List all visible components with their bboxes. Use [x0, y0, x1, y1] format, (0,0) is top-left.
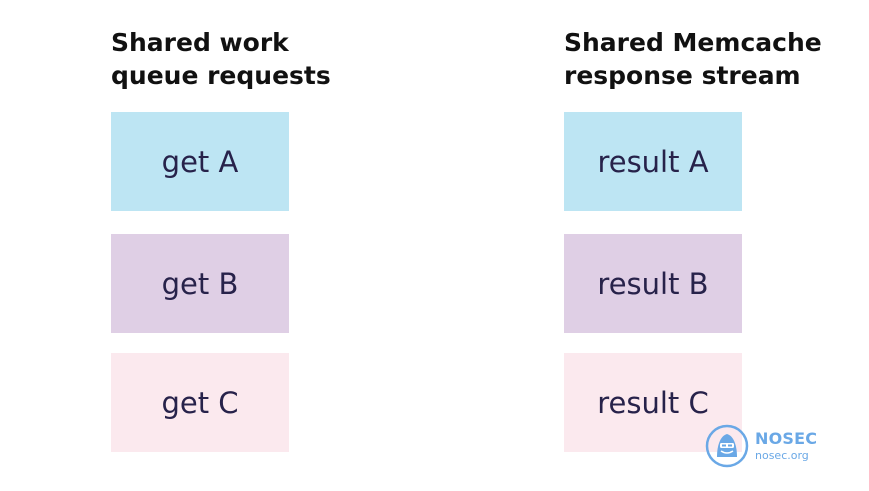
watermark-text: NOSEC nosec.org	[755, 429, 818, 462]
response-box-b: result B	[564, 234, 742, 333]
hooded-figure-logo-icon	[705, 424, 749, 468]
responses-column: Shared Memcache response stream result A…	[564, 26, 822, 452]
requests-title-line-2: queue requests	[111, 61, 331, 90]
response-box-a: result A	[564, 112, 742, 211]
response-box-c: result C	[564, 353, 742, 452]
responses-title-line-1: Shared Memcache	[564, 28, 822, 57]
request-box-b: get B	[111, 234, 289, 333]
responses-title: Shared Memcache response stream	[564, 26, 822, 92]
responses-title-line-2: response stream	[564, 61, 801, 90]
requests-title: Shared work queue requests	[111, 26, 361, 92]
requests-column: Shared work queue requests get A get B g…	[111, 26, 361, 452]
request-box-c: get C	[111, 353, 289, 452]
watermark-domain: nosec.org	[755, 449, 809, 462]
request-box-a: get A	[111, 112, 289, 211]
requests-title-line-1: Shared work	[111, 28, 289, 57]
nosec-watermark: NOSEC nosec.org	[705, 423, 825, 469]
watermark-name: NOSEC	[755, 429, 818, 448]
